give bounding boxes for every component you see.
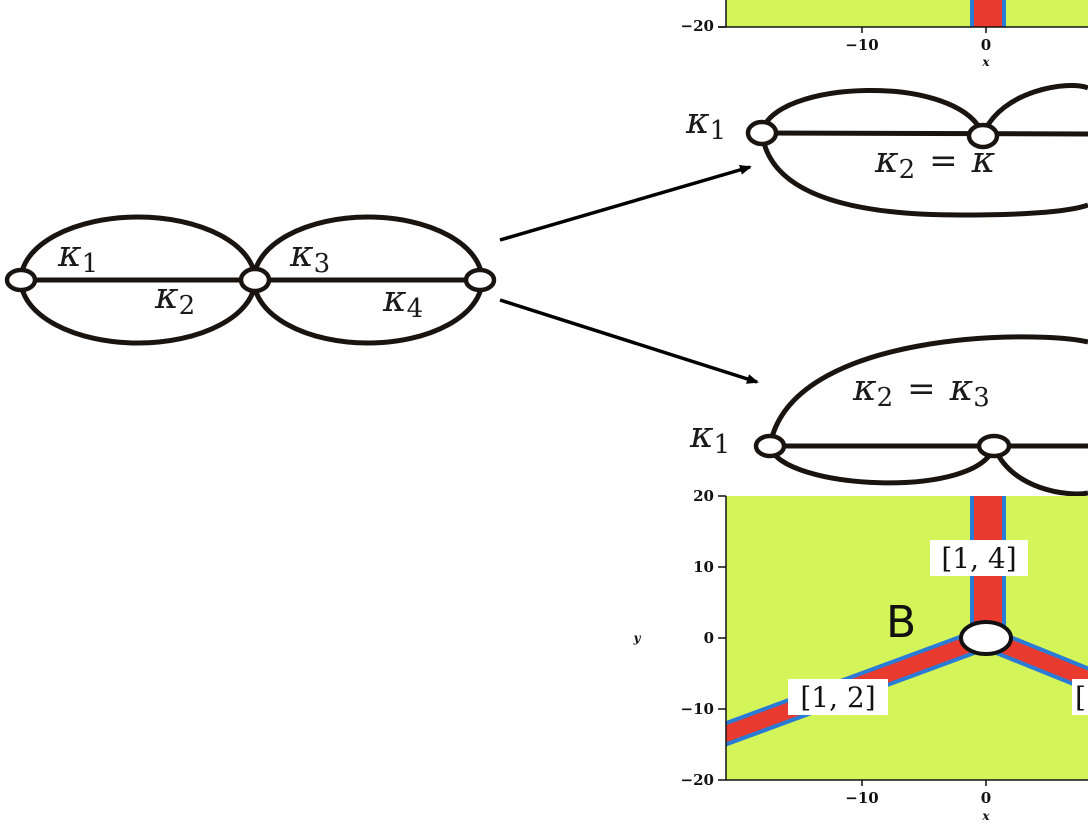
lower-label-k1: κ1 (689, 415, 730, 460)
lower-graph-vertices (753, 433, 1012, 459)
top-plot-x-tick: −10 (845, 36, 878, 54)
lower-right-lobe (991, 445, 1088, 497)
upper-outer-arc (759, 132, 1088, 218)
bottom-plot: 20 10 0 −10 −20 −10 0 x y [1, 4] [1, 2] … (633, 487, 1088, 823)
vertex (4, 267, 38, 293)
upper-graph-vertices (745, 119, 1000, 150)
upper-label-equation: κ2=κ (874, 140, 996, 185)
bottom-plot-y-tick: −10 (681, 700, 714, 718)
bottom-plot-x-tick: −10 (845, 789, 878, 807)
label-box-left (788, 679, 888, 715)
label-k3: κ3 (289, 234, 330, 279)
region-label-top: [1, 4] (941, 542, 1016, 575)
upper-label-k1: κ1 (685, 101, 726, 146)
lower-label-equation: κ2=κ3 (852, 368, 990, 413)
label-box-right (1072, 679, 1088, 715)
label-k2: κ2 (154, 276, 195, 321)
vertex (753, 433, 787, 459)
lower-outer-arc (767, 334, 1088, 447)
top-plot-soliton (974, 0, 1002, 27)
bottom-plot-y-tick: 20 (693, 487, 714, 505)
region-label-right: [ (1075, 681, 1086, 714)
lower-left-lobe (767, 445, 997, 486)
bottom-plot-y-label: y (633, 631, 642, 645)
vertex (745, 119, 779, 147)
lower-graph (767, 334, 1088, 497)
label-k4: κ4 (382, 279, 423, 324)
top-plot-x-tick: 0 (981, 36, 991, 54)
top-plot-x-label: x (981, 55, 990, 69)
arrow-down (499, 298, 759, 384)
vertex (238, 266, 272, 294)
vertex (463, 267, 497, 293)
bottom-plot-x-label: x (981, 809, 990, 823)
top-plot-field (726, 0, 1088, 27)
top-plot: −20 −10 0 x (681, 0, 1088, 69)
arrow-up (499, 165, 752, 242)
left-graph-vertices (4, 266, 497, 294)
upper-right-lobe (980, 83, 1088, 136)
bottom-plot-y-tick: −20 (681, 771, 714, 789)
region-label-left: [1, 2] (800, 681, 875, 714)
bottom-plot-x-tick: 0 (981, 789, 991, 807)
bottom-plot-y-tick: 10 (693, 558, 714, 576)
upper-chord (761, 130, 1088, 137)
upper-graph (759, 83, 1088, 218)
vertex (966, 122, 1000, 150)
label-k1: κ1 (57, 234, 98, 279)
soliton-vertex (959, 620, 1013, 656)
upper-left-lobe (759, 88, 986, 137)
vertex (976, 433, 1012, 459)
label-box-top (930, 540, 1028, 576)
top-plot-y-tick: −20 (681, 17, 714, 35)
bottom-plot-y-tick: 0 (704, 629, 714, 647)
vertex-label-b: B (886, 597, 916, 648)
